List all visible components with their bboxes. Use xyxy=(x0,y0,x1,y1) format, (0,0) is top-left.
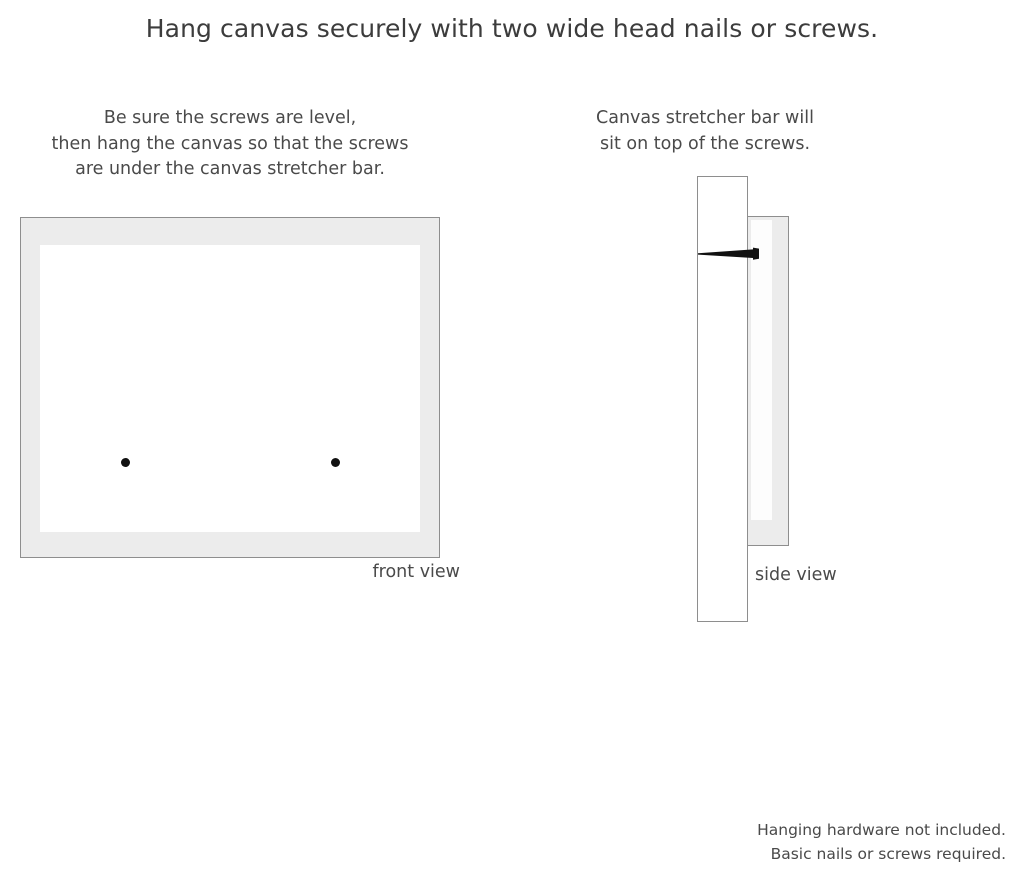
screw-head-right-icon xyxy=(331,457,340,467)
front-view-label: front view xyxy=(372,562,461,582)
wall-board xyxy=(697,176,748,622)
front-view-caption: Be sure the screws are level, then hang … xyxy=(10,106,450,183)
front-view-caption-line-1: Be sure the screws are level, xyxy=(103,108,357,128)
side-view-caption: Canvas stretcher bar will sit on top of … xyxy=(560,106,850,157)
footer-note-line-2: Basic nails or screws required. xyxy=(770,845,1006,863)
footer-note-line-1: Hanging hardware not included. xyxy=(757,821,1006,839)
side-view-caption-line-1: Canvas stretcher bar will xyxy=(596,108,814,128)
footer-note: Hanging hardware not included. Basic nai… xyxy=(757,818,1006,866)
side-view-diagram: side view xyxy=(697,176,897,622)
side-view-label: side view xyxy=(755,565,837,585)
canvas-front-face xyxy=(40,245,420,532)
screw-head-left-icon xyxy=(121,457,130,467)
page-title: Hang canvas securely with two wide head … xyxy=(145,14,879,43)
front-view-diagram: front view xyxy=(20,217,460,582)
canvas-side-face xyxy=(751,220,772,520)
side-view-caption-line-2: sit on top of the screws. xyxy=(599,133,811,154)
screw-side-icon xyxy=(698,246,760,260)
front-view-caption-line-2: then hang the canvas so that the screws xyxy=(51,133,409,154)
front-view-caption-line-3: are under the canvas stretcher bar. xyxy=(75,159,385,179)
